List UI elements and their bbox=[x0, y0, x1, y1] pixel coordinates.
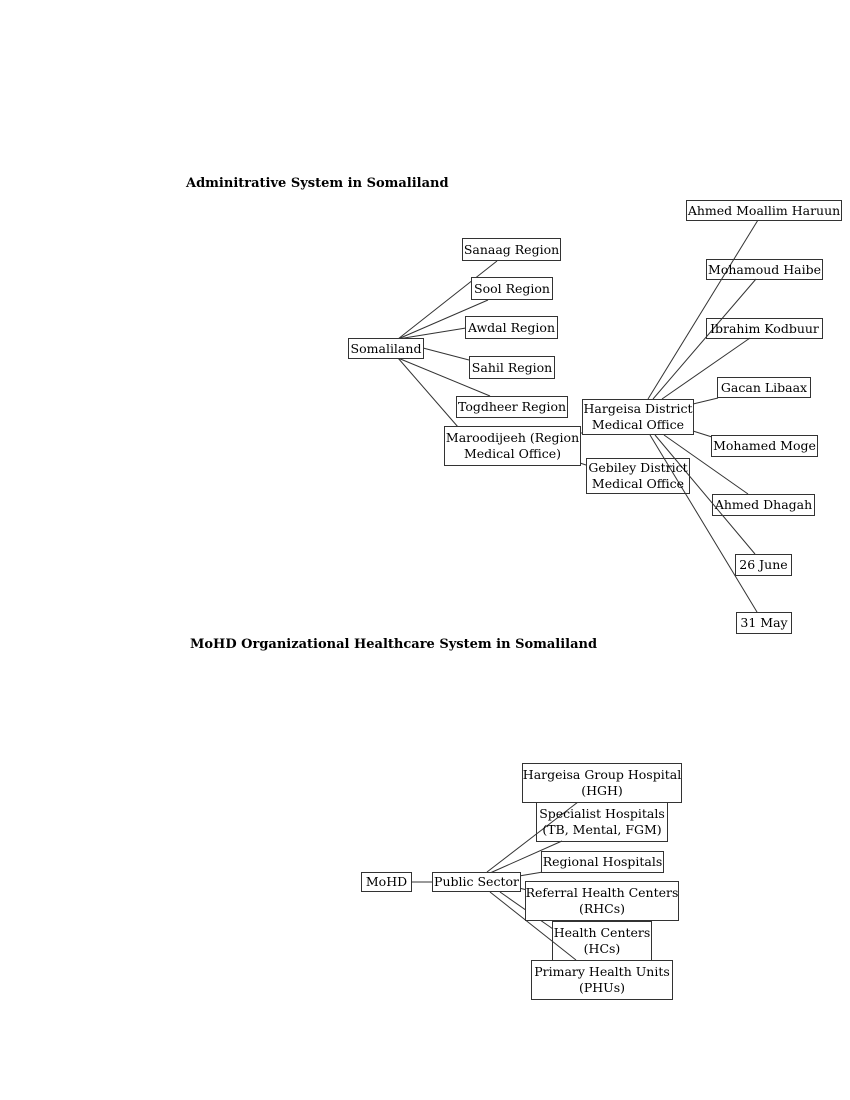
node-specialist-line1: Specialist Hospitals bbox=[539, 806, 665, 821]
node-region-awdal: Awdal Region bbox=[465, 316, 558, 339]
node-hargeisa-line1: Hargeisa District bbox=[583, 401, 693, 416]
node-primary-health-units: Primary Health Units (PHUs) bbox=[531, 960, 673, 1000]
node-hc-line1: Health Centers bbox=[553, 925, 651, 940]
edge-public-hgh bbox=[486, 801, 579, 873]
edge-somaliland-sahil bbox=[422, 347, 470, 361]
node-region-togdheer: Togdheer Region bbox=[456, 396, 568, 418]
node-public-sector: Public Sector bbox=[432, 872, 521, 892]
edge-somaliland-awdal bbox=[397, 327, 467, 340]
node-gebiley-line2: Medical Office bbox=[591, 476, 685, 491]
node-gebiley-line1: Gebiley District bbox=[588, 460, 688, 475]
edge-hargeisa-26-june bbox=[654, 434, 756, 555]
node-regional-hospitals: Regional Hospitals bbox=[541, 851, 664, 873]
node-specialist-line2: (TB, Mental, FGM) bbox=[542, 822, 662, 837]
node-maroodijeeh-line1: Maroodijeeh (Region bbox=[445, 430, 580, 445]
edge-public-specialist bbox=[489, 840, 563, 874]
node-rhc-line1: Referral Health Centers bbox=[525, 885, 679, 900]
node-maroodijeeh-line2: Medical Office) bbox=[463, 446, 562, 461]
node-maroodijeeh: Maroodijeeh (Region Medical Office) bbox=[444, 426, 581, 466]
edge-hargeisa-mohamed-moge bbox=[692, 430, 713, 438]
edge-public-regional bbox=[518, 871, 544, 877]
edge-hargeisa-31-may bbox=[649, 434, 758, 613]
edge-maroodijeeh-gebiley bbox=[579, 462, 587, 466]
node-region-sahil: Sahil Region bbox=[469, 356, 555, 379]
diagram-title-administrative: Adminitrative System in Somaliland bbox=[186, 176, 449, 191]
node-hargeisa-district: Hargeisa District Medical Office bbox=[582, 399, 694, 435]
edge-hargeisa-gacan-libaax bbox=[692, 397, 719, 405]
node-hargeisa-line2: Medical Office bbox=[591, 417, 685, 432]
node-sub-26-june: 26 June bbox=[735, 554, 792, 576]
edge-somaliland-maroodijeeh bbox=[397, 357, 459, 428]
node-hgh-line2: (HGH) bbox=[581, 783, 623, 798]
edge-hargeisa-mohamoud-haibe bbox=[652, 278, 757, 400]
diagram-title-healthcare: MoHD Organizational Healthcare System in… bbox=[190, 637, 598, 652]
node-sub-ahmed-moallim-haruun: Ahmed Moallim Haruun bbox=[686, 200, 842, 221]
edge-public-phu bbox=[489, 891, 577, 961]
node-sub-ahmed-dhagah: Ahmed Dhagah bbox=[712, 494, 815, 516]
node-sub-31-may: 31 May bbox=[736, 612, 792, 634]
node-sub-gacan-libaax: Gacan Libaax bbox=[717, 377, 811, 398]
node-phu-line1: Primary Health Units bbox=[534, 964, 670, 979]
node-phu-line2: (PHUs) bbox=[578, 980, 625, 995]
edge-somaliland-sool bbox=[397, 299, 489, 340]
node-sub-mohamoud-haibe: Mohamoud Haibe bbox=[706, 259, 823, 280]
node-specialist-hospitals: Specialist Hospitals (TB, Mental, FGM) bbox=[536, 802, 668, 842]
edge-hargeisa-ibrahim-kodbuur bbox=[661, 337, 751, 400]
edge-hargeisa-ahmed-moallim bbox=[647, 219, 759, 400]
node-hgh-line1: Hargeisa Group Hospital bbox=[522, 767, 682, 782]
node-gebiley-district: Gebiley District Medical Office bbox=[586, 458, 690, 494]
node-region-sanaag: Sanaag Region bbox=[462, 238, 561, 261]
node-somaliland: Somaliland bbox=[348, 338, 424, 359]
node-hc-line2: (HCs) bbox=[583, 941, 621, 956]
node-referral-health-centers: Referral Health Centers (RHCs) bbox=[525, 881, 679, 921]
edge-somaliland-togdheer bbox=[397, 357, 491, 397]
node-mohd: MoHD bbox=[361, 872, 412, 892]
node-sub-ibrahim-kodbuur: Ibrahim Kodbuur bbox=[706, 318, 823, 339]
node-sub-mohamed-moge: Mohamed Moge bbox=[711, 435, 818, 457]
node-health-centers: Health Centers (HCs) bbox=[552, 921, 652, 961]
edge-hargeisa-ahmed-dhagah bbox=[663, 434, 749, 495]
node-hargeisa-group-hospital: Hargeisa Group Hospital (HGH) bbox=[522, 763, 682, 803]
node-rhc-line2: (RHCs) bbox=[578, 901, 626, 916]
edge-somaliland-sanaag bbox=[397, 260, 498, 340]
node-region-sool: Sool Region bbox=[471, 277, 553, 300]
